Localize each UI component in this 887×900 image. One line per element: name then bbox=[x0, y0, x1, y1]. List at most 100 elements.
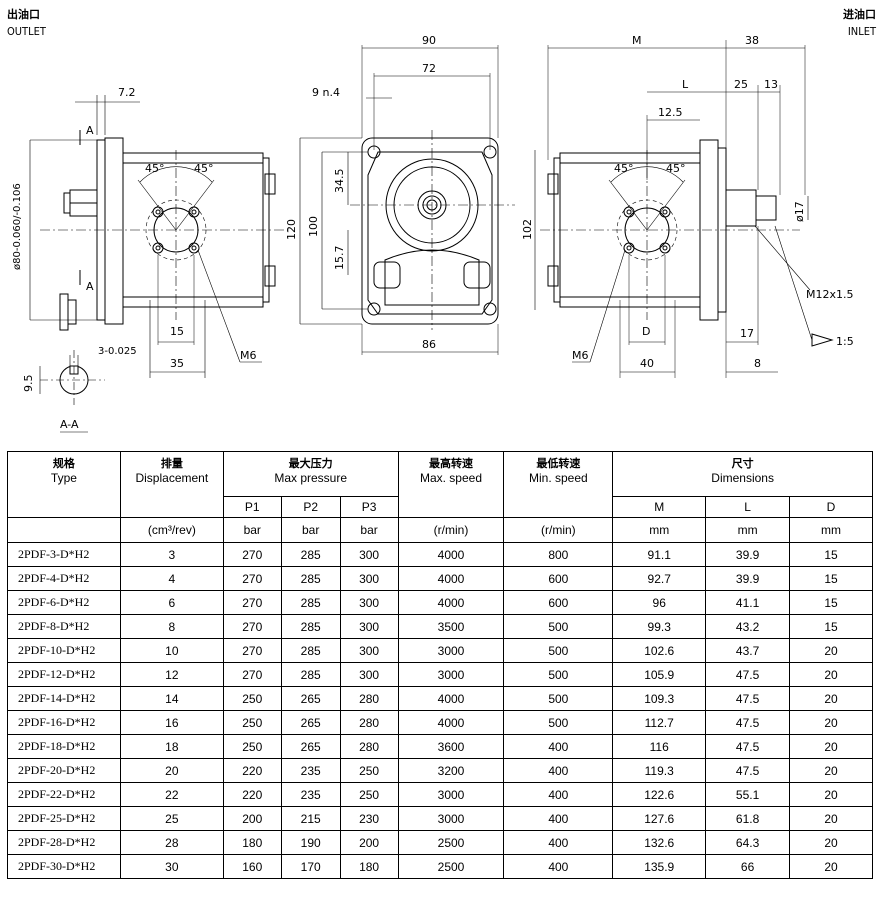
table-cell: 105.9 bbox=[612, 662, 707, 687]
dim-35: 35 bbox=[170, 357, 184, 370]
table-cell: 400 bbox=[503, 830, 614, 855]
table-cell: 102.6 bbox=[612, 638, 707, 663]
table-cell: 400 bbox=[503, 758, 614, 783]
table-cell: 300 bbox=[339, 614, 399, 639]
table-cell: 2500 bbox=[397, 854, 505, 879]
dim-15-7: 15.7 bbox=[333, 246, 346, 271]
dim-34-5: 34.5 bbox=[333, 169, 346, 194]
table-cell: 250 bbox=[222, 686, 282, 711]
table-cell: 400 bbox=[503, 734, 614, 759]
taper-1-5: 1:5 bbox=[836, 335, 854, 348]
subheader-l: L bbox=[705, 496, 791, 518]
table-cell: 47.5 bbox=[705, 710, 791, 735]
outlet-label-en: OUTLET bbox=[7, 25, 46, 38]
dim-86: 86 bbox=[422, 338, 436, 351]
table-cell: 2PDF-14-D*H2 bbox=[7, 686, 121, 711]
table-cell: 500 bbox=[503, 614, 614, 639]
subheader-p2: P2 bbox=[280, 496, 341, 518]
table-cell: 22 bbox=[119, 782, 224, 807]
unit-l: mm bbox=[705, 517, 791, 543]
table-cell: 66 bbox=[705, 854, 791, 879]
unit-displacement: (cm³/rev) bbox=[119, 517, 224, 543]
table-cell: 122.6 bbox=[612, 782, 707, 807]
dim-9n4: 9 n.4 bbox=[312, 86, 340, 99]
table-cell: 270 bbox=[222, 614, 282, 639]
table-cell: 270 bbox=[222, 638, 282, 663]
table-cell: 500 bbox=[503, 710, 614, 735]
front-view bbox=[299, 45, 515, 355]
table-cell: 180 bbox=[222, 830, 282, 855]
unit-max-speed: (r/min) bbox=[397, 517, 505, 543]
table-cell: 91.1 bbox=[612, 542, 707, 567]
table-cell: 4000 bbox=[397, 590, 505, 615]
dim-shaft-diameter: ø80-0.060/-0.106 bbox=[12, 183, 23, 270]
table-cell: 20 bbox=[789, 830, 873, 855]
table-cell: 112.7 bbox=[612, 710, 707, 735]
table-cell: 43.2 bbox=[705, 614, 791, 639]
table-cell: 61.8 bbox=[705, 806, 791, 831]
table-cell: 265 bbox=[280, 686, 341, 711]
table-cell: 28 bbox=[119, 830, 224, 855]
table-cell: 16 bbox=[119, 710, 224, 735]
table-cell: 3000 bbox=[397, 782, 505, 807]
table-cell: 2PDF-8-D*H2 bbox=[7, 614, 121, 639]
dim-72: 72 bbox=[422, 62, 436, 75]
table-cell: 20 bbox=[119, 758, 224, 783]
table-cell: 800 bbox=[503, 542, 614, 567]
table-cell: 285 bbox=[280, 542, 341, 567]
table-cell: 215 bbox=[280, 806, 341, 831]
table-cell: 190 bbox=[280, 830, 341, 855]
table-cell: 270 bbox=[222, 566, 282, 591]
table-cell: 180 bbox=[339, 854, 399, 879]
table-cell: 270 bbox=[222, 662, 282, 687]
table-cell: 3500 bbox=[397, 614, 505, 639]
angle-45-right: 45° bbox=[194, 162, 214, 175]
table-cell: 20 bbox=[789, 662, 873, 687]
unit-p1: bar bbox=[222, 517, 282, 543]
table-cell: 20 bbox=[789, 758, 873, 783]
table-cell: 2PDF-18-D*H2 bbox=[7, 734, 121, 759]
table-cell: 43.7 bbox=[705, 638, 791, 663]
inlet-label-en: INLET bbox=[847, 25, 876, 38]
table-cell: 170 bbox=[280, 854, 341, 879]
table-cell: 285 bbox=[280, 662, 341, 687]
table-cell: 30 bbox=[119, 854, 224, 879]
unit-p2: bar bbox=[280, 517, 341, 543]
table-cell: 20 bbox=[789, 734, 873, 759]
table-cell: 300 bbox=[339, 638, 399, 663]
table-cell: 250 bbox=[222, 710, 282, 735]
table-cell: 3000 bbox=[397, 662, 505, 687]
section-a-bottom: A bbox=[86, 280, 94, 293]
table-cell: 265 bbox=[280, 734, 341, 759]
table-cell: 119.3 bbox=[612, 758, 707, 783]
table-cell: 109.3 bbox=[612, 686, 707, 711]
table-cell: 2PDF-22-D*H2 bbox=[7, 782, 121, 807]
table-cell: 8 bbox=[119, 614, 224, 639]
table-cell: 285 bbox=[280, 614, 341, 639]
thread-m12: M12x1.5 bbox=[806, 288, 854, 301]
unit-type-blank bbox=[7, 517, 121, 543]
dim-90: 90 bbox=[422, 34, 436, 47]
table-cell: 250 bbox=[222, 734, 282, 759]
dim-m: M bbox=[632, 34, 642, 47]
table-cell: 20 bbox=[789, 638, 873, 663]
table-cell: 280 bbox=[339, 710, 399, 735]
table-cell: 400 bbox=[503, 854, 614, 879]
table-cell: 4000 bbox=[397, 566, 505, 591]
table-cell: 2PDF-3-D*H2 bbox=[7, 542, 121, 567]
angle-45-left: 45° bbox=[145, 162, 165, 175]
table-cell: 235 bbox=[280, 782, 341, 807]
table-cell: 2PDF-4-D*H2 bbox=[7, 566, 121, 591]
table-cell: 2PDF-25-D*H2 bbox=[7, 806, 121, 831]
table-cell: 47.5 bbox=[705, 734, 791, 759]
table-cell: 280 bbox=[339, 686, 399, 711]
table-cell: 270 bbox=[222, 542, 282, 567]
dim-25: 25 bbox=[734, 78, 748, 91]
table-cell: 3600 bbox=[397, 734, 505, 759]
table-cell: 500 bbox=[503, 638, 614, 663]
